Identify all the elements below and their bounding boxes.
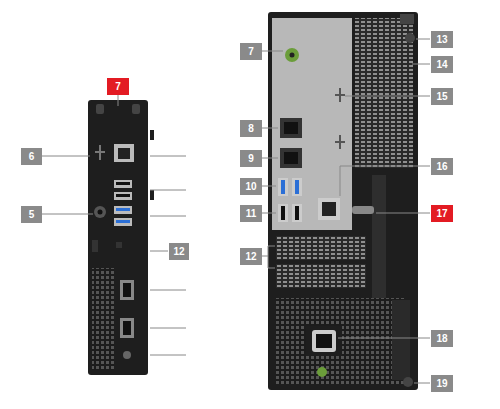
callout-number: 8 xyxy=(248,123,254,134)
callout-number: 12 xyxy=(245,251,256,262)
callout-box: 12 xyxy=(169,243,189,260)
callout-number: 6 xyxy=(29,151,35,162)
callout-box: 13 xyxy=(431,31,453,48)
callout-number: 18 xyxy=(436,333,447,344)
callout-number: 16 xyxy=(436,161,447,172)
callout-box: 11 xyxy=(240,205,262,222)
leader-lines xyxy=(42,95,186,355)
callout-number: 9 xyxy=(248,153,254,164)
callout-box: 6 xyxy=(21,148,42,165)
callout-number: 5 xyxy=(29,209,35,220)
callout-number: 12 xyxy=(173,246,184,257)
callout-box: 16 xyxy=(431,158,453,175)
callout-number: 7 xyxy=(115,81,121,92)
callout-box: 15 xyxy=(431,88,453,105)
callout-box: 12 xyxy=(240,248,262,265)
leader-lines xyxy=(262,39,430,383)
callout-box: 8 xyxy=(240,120,262,137)
callout-box: 19 xyxy=(431,375,453,392)
callout-box: 18 xyxy=(431,330,453,347)
callout-number: 10 xyxy=(245,181,256,192)
sff-pc xyxy=(268,12,418,390)
callout-box: 5 xyxy=(21,206,42,223)
callout-number: 13 xyxy=(436,34,447,45)
callout-number: 7 xyxy=(248,46,254,57)
callout-box: 10 xyxy=(240,178,262,195)
callout-box: 17 xyxy=(431,205,453,222)
callout-number: 15 xyxy=(436,91,447,102)
callout-number: 14 xyxy=(436,59,447,70)
callout-box: 7 xyxy=(240,43,262,60)
callout-box: 7 xyxy=(107,78,129,95)
callout-number: 11 xyxy=(246,208,257,219)
callout-box: 14 xyxy=(431,56,453,73)
callout-box: 9 xyxy=(240,150,262,167)
callout-number: 17 xyxy=(436,208,447,219)
micro-pc xyxy=(88,100,154,375)
callout-number: 19 xyxy=(436,378,447,389)
